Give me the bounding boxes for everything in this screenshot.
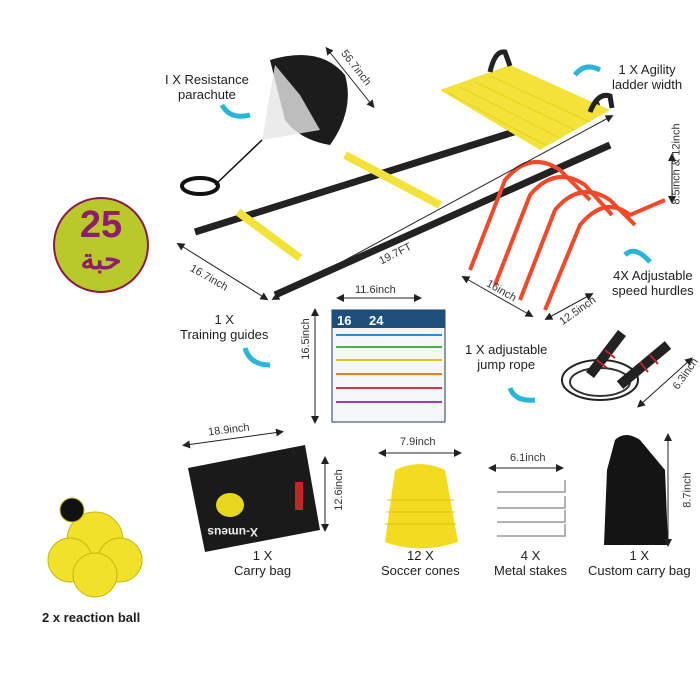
- metal-stakes-image: [497, 480, 566, 537]
- bag-height-dimension: 12.6inch: [332, 469, 345, 511]
- reaction-ball-label: 2 x reaction ball: [42, 610, 141, 625]
- guide-width-dimension: 11.6inch: [355, 284, 396, 296]
- custom-carry-bag-image: [604, 435, 668, 545]
- stakes-dimension: 6.1inch: [510, 452, 546, 464]
- poster-number-16: 16: [337, 313, 351, 328]
- rope-arrow-icon: [507, 386, 536, 403]
- cones-dimension: 7.9inch: [400, 436, 436, 448]
- carry-bag-image: [188, 445, 320, 552]
- hurdle-height-dimension: 8.5inch & 12inch: [670, 123, 683, 205]
- dimension-lines: [176, 46, 693, 547]
- guide-height-dimension: 16.5inch: [299, 318, 312, 360]
- poster-number-24: 24: [369, 313, 384, 328]
- quantity-badge: 25 حبة: [53, 197, 149, 293]
- hurdles-arrow-icon: [623, 248, 652, 264]
- bag-brand-logo: X-umeus: [207, 525, 258, 539]
- pouch-dimension: 8.7inch: [681, 472, 694, 508]
- badge-unit: حبة: [80, 244, 122, 275]
- soccer-cones-image: [385, 464, 458, 549]
- pointer-arrows: [219, 64, 652, 403]
- training-guide-poster: 16 24: [331, 309, 446, 423]
- reaction-ball-image: [47, 497, 143, 598]
- guides-arrow-icon: [242, 347, 271, 368]
- jump-rope-image: [561, 329, 672, 401]
- ladder-arrow-icon: [573, 64, 602, 77]
- agility-ladder-image: [193, 49, 615, 299]
- parachute-arrow-icon: [219, 103, 251, 119]
- badge-count: 25: [79, 204, 123, 246]
